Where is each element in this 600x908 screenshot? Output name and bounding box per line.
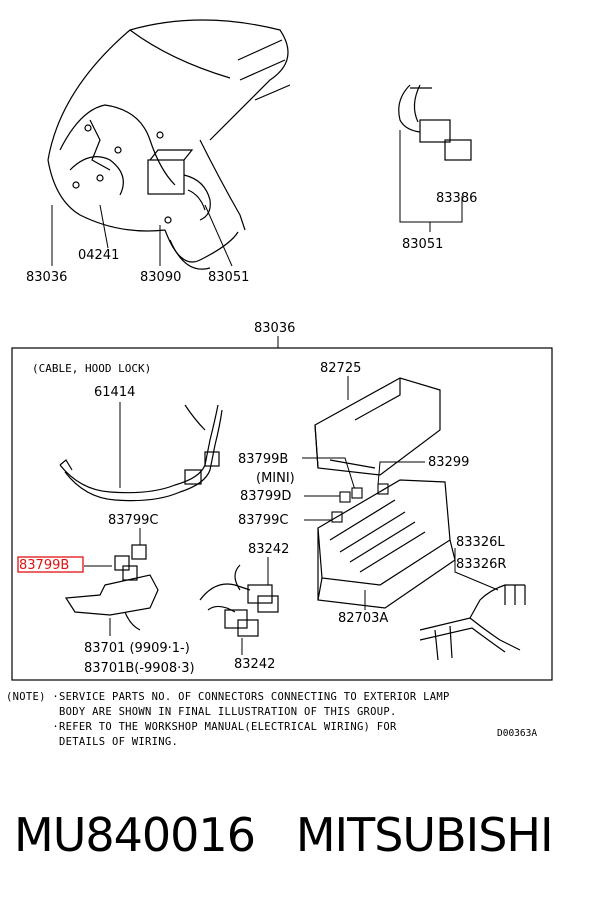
label-83242-bottom: 83242 bbox=[234, 657, 275, 672]
label-83701: 83701 (9909·1-) bbox=[84, 641, 190, 656]
label-83051-right: 83051 bbox=[402, 237, 443, 252]
brand-name: MITSUBISHI bbox=[295, 808, 554, 862]
leader-83326 bbox=[454, 548, 499, 591]
label-83799c-left: 83799C bbox=[108, 513, 158, 528]
parts-box-frame bbox=[11, 347, 553, 681]
label-82703a: 82703A bbox=[338, 611, 388, 626]
part-number: MU840016 bbox=[14, 808, 256, 862]
leader-83242 bbox=[241, 557, 269, 655]
note-line-2: BODY ARE SHOWN IN FINAL ILLUSTRATION OF … bbox=[6, 706, 397, 718]
label-04241: 04241 bbox=[78, 248, 119, 263]
footer: MU840016 MITSUBISHI bbox=[14, 808, 554, 862]
top-left-leaders bbox=[51, 204, 233, 267]
label-83386: 83386 bbox=[436, 191, 477, 206]
label-83799b-mini: 83799B bbox=[238, 452, 288, 467]
label-83051-left: 83051 bbox=[208, 270, 249, 285]
label-83799c-right: 83799C bbox=[238, 513, 288, 528]
label-83326r: 83326R bbox=[456, 557, 506, 572]
label-83799b-left[interactable]: 83799B bbox=[19, 558, 69, 573]
relay-bracket-83701 bbox=[64, 544, 159, 631]
label-83090: 83090 bbox=[140, 270, 181, 285]
connector-83242 bbox=[199, 564, 279, 637]
label-83242-top: 83242 bbox=[248, 542, 289, 557]
harness-83326 bbox=[419, 584, 526, 661]
highlight-83799b bbox=[17, 556, 84, 573]
note-line-1: (NOTE) ·SERVICE PARTS NO. OF CONNECTORS … bbox=[6, 691, 450, 703]
note-line-3: ·REFER TO THE WORKSHOP MANUAL(ELECTRICAL… bbox=[6, 721, 397, 733]
junction-block-82703a bbox=[317, 479, 456, 609]
hood-lock-cable bbox=[59, 402, 223, 502]
label-83036-top: 83036 bbox=[26, 270, 67, 285]
note-line-4: DETAILS OF WIRING. bbox=[6, 736, 179, 748]
box-title-83036: 83036 bbox=[254, 321, 295, 336]
drawing-code: D00363A bbox=[497, 728, 538, 739]
label-83326l: 83326L bbox=[456, 535, 505, 550]
label-mini: (MINI) bbox=[256, 471, 295, 486]
connector-illustration-top-right bbox=[398, 84, 472, 161]
label-83299: 83299 bbox=[428, 455, 469, 470]
label-83701b: 83701B(-9908·3) bbox=[84, 661, 195, 676]
label-82725: 82725 bbox=[320, 361, 361, 376]
label-83799d: 83799D bbox=[240, 489, 291, 504]
car-front-illustration bbox=[47, 19, 291, 270]
note-text: (NOTE) ·SERVICE PARTS NO. OF CONNECTORS … bbox=[6, 690, 566, 750]
relay-leaders bbox=[302, 457, 425, 521]
top-right-leaders bbox=[399, 130, 463, 232]
fuse-box-82725 bbox=[314, 377, 441, 476]
label-cable-hood-lock: (CABLE, HOOD LOCK) bbox=[32, 362, 151, 375]
label-61414: 61414 bbox=[94, 385, 135, 400]
